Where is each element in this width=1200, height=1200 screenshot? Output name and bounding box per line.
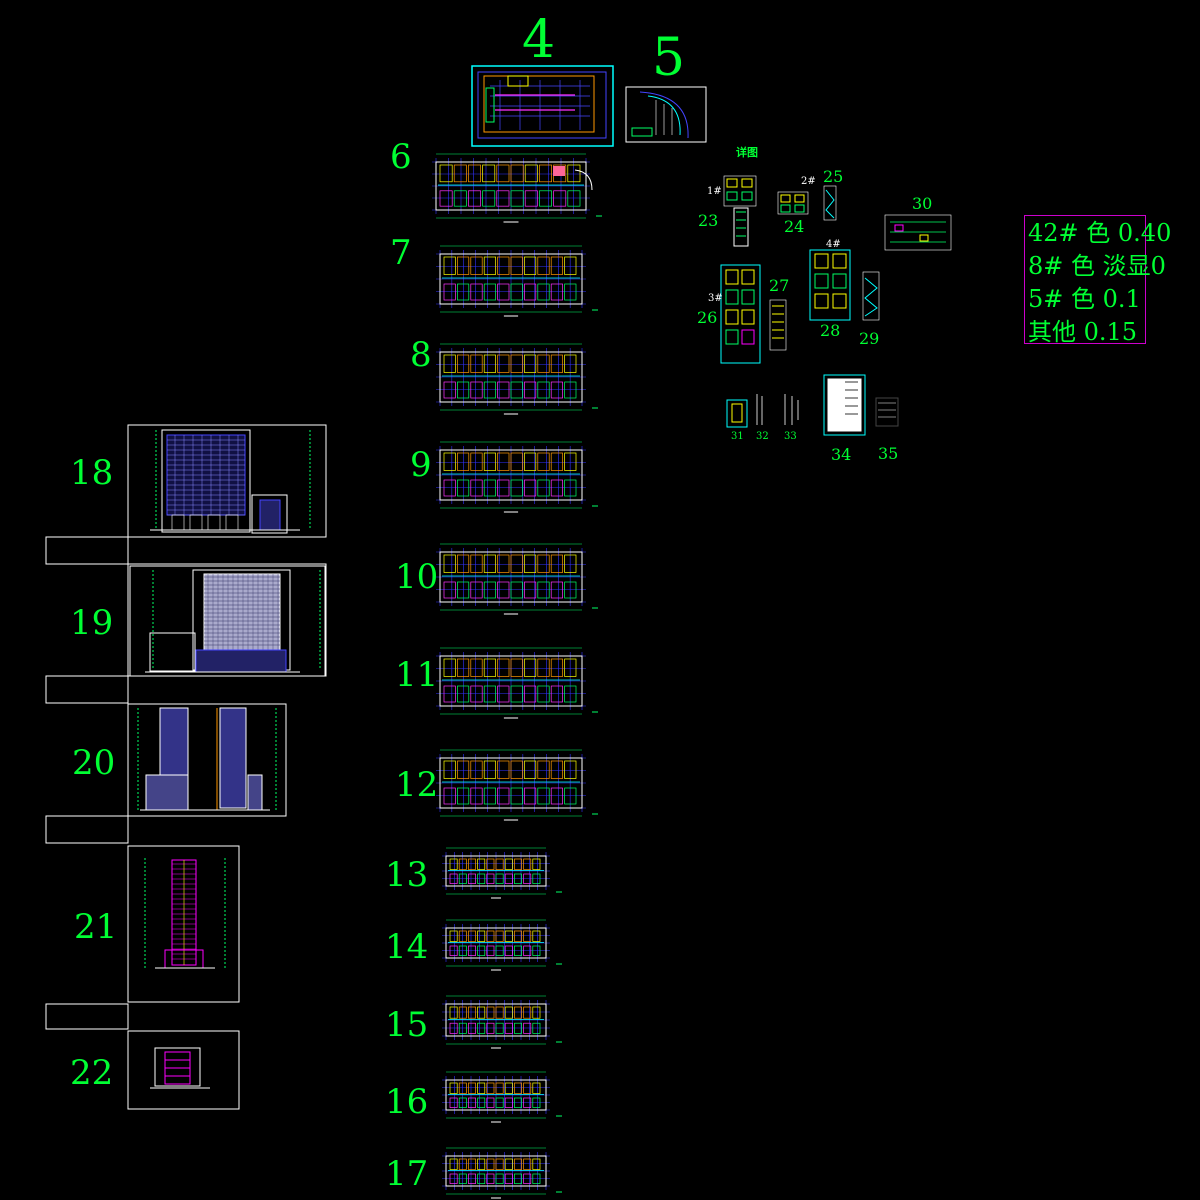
detail-tag-1: 1# [707,186,722,197]
sheet-number-20: 20 [72,743,116,783]
sheet-21-section[interactable] [127,845,240,1003]
sheet-number-4: 4 [522,10,556,70]
sheet-number-12: 12 [395,765,439,805]
line-weight-legend[interactable]: 42# 色 0.40 8# 色 淡显0 5# 色 0.1 其他 0.15 [1024,215,1171,346]
detail-35[interactable] [875,397,899,427]
detail-23[interactable] [723,175,757,247]
sheet-7-floor-plan[interactable] [436,245,598,317]
legend-row-1: 42# 色 0.40 [1028,219,1172,247]
detail-34[interactable] [823,374,866,436]
detail-28[interactable] [809,249,851,321]
detail-25[interactable] [823,185,837,221]
sheet-number-17: 17 [385,1154,429,1194]
sheet-number-19: 19 [70,603,114,643]
sheet-15-floor-plan[interactable] [442,995,562,1049]
sheet-number-32: 32 [756,431,769,442]
detail-tag-2: 2# [801,176,816,187]
sheet-6-floor-plan[interactable] [432,153,602,223]
sheet-12-floor-plan[interactable] [436,749,598,821]
sheet-number-31: 31 [731,431,744,442]
sheet-number-34: 34 [831,445,852,464]
sheet-number-16: 16 [385,1082,429,1122]
detail-tag-4: 4# [826,239,841,250]
sheet-number-15: 15 [385,1005,429,1045]
sheet-9-floor-plan[interactable] [436,441,598,513]
sheet-16-floor-plan[interactable] [442,1071,562,1123]
detail-tag-3: 3# [708,293,723,304]
detail-24[interactable] [777,191,809,215]
legend-row-4: 其他 0.15 [1028,318,1138,346]
sheet-8-floor-plan[interactable] [436,343,598,415]
detail-31[interactable] [726,399,748,428]
sheet-5-site-plan[interactable] [625,86,707,143]
sheet-number-8: 8 [410,335,432,375]
sheet-13-floor-plan[interactable] [442,847,562,899]
sheet-4-floor-plan[interactable] [471,65,614,147]
sheet-number-29: 29 [859,329,880,348]
sheet-number-30: 30 [912,194,933,213]
sheet-19-elevation[interactable] [127,563,327,677]
sheet-10-floor-plan[interactable] [436,543,598,615]
sheet-number-13: 13 [385,855,429,895]
sheet-number-26: 26 [697,308,718,327]
sheet-11-floor-plan[interactable] [436,647,598,719]
sheet-number-7: 7 [390,233,412,273]
sheet-14-floor-plan[interactable] [442,919,562,971]
sheet-number-24: 24 [784,217,805,236]
sheet-number-5: 5 [652,28,686,88]
sheet-18-elevation[interactable] [127,424,327,538]
detail-26[interactable] [720,264,761,364]
sheet-number-14: 14 [385,927,429,967]
sheet-17-floor-plan[interactable] [442,1147,562,1199]
sheet-number-23: 23 [698,211,719,230]
sheet-number-9: 9 [410,445,432,485]
detail-title: 详图 [736,146,758,159]
sheet-number-25: 25 [823,167,844,186]
legend-row-3: 5# 色 0.1 [1028,285,1141,313]
sheet-number-10: 10 [395,557,439,597]
detail-27[interactable] [769,299,787,351]
detail-29[interactable] [862,271,880,321]
detail-30[interactable] [884,214,952,251]
sheet-number-6: 6 [390,137,412,177]
sheet-number-35: 35 [878,444,899,463]
sheet-number-28: 28 [820,321,841,340]
sheet-number-18: 18 [70,453,114,493]
sheet-number-21: 21 [74,907,118,947]
detail-32[interactable] [756,394,763,425]
sheet-number-22: 22 [70,1053,114,1093]
sheet-22-section[interactable] [127,1030,240,1110]
sheet-number-11: 11 [395,655,439,695]
detail-33[interactable] [784,394,799,425]
sheet-20-elevation[interactable] [127,703,287,817]
sheet-number-27: 27 [769,276,790,295]
sheet-number-33: 33 [784,431,797,442]
legend-row-2: 8# 色 淡显0 [1028,252,1166,280]
